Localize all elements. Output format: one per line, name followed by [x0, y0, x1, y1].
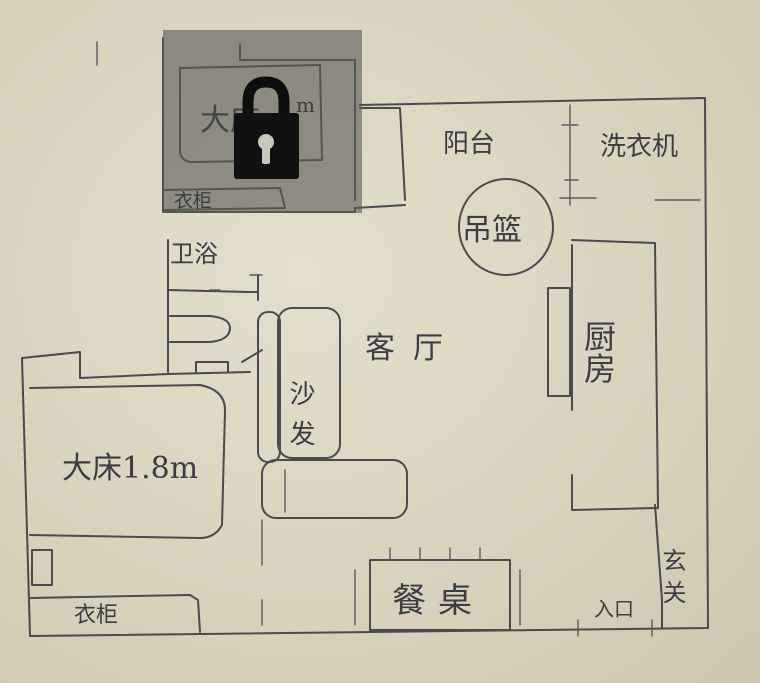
kitchen-area [547, 239, 663, 629]
master-bedroom [29, 371, 251, 633]
top-bed-unit-label: m [296, 93, 315, 117]
sofa-back [257, 311, 281, 463]
lock-icon[interactable] [234, 76, 299, 179]
washer-label: 洗衣机 [600, 132, 678, 162]
entrance-marks [577, 619, 653, 637]
kitchen-counter [547, 287, 571, 397]
dining-table-shape [354, 547, 521, 631]
balcony-label: 阳台 [443, 129, 495, 159]
master-bed-label: 大床1.8m [62, 451, 198, 486]
hanging-basket-label: 吊篮 [462, 213, 522, 248]
balcony-area [359, 104, 701, 206]
dining-table [369, 559, 511, 631]
top-wardrobe-label: 衣柜 [174, 190, 212, 212]
bathroom-area [167, 274, 263, 373]
hanging-basket-circle [458, 178, 554, 276]
nightstand [31, 549, 53, 586]
bottom-wardrobe-label: 衣柜 [74, 603, 118, 628]
sofa-seat [277, 307, 341, 459]
sofa-chaise [261, 459, 408, 519]
dining-table-label: 餐桌 [392, 581, 484, 621]
living-room-label: 客厅 [365, 331, 461, 366]
sofa-shape [257, 307, 408, 519]
bathroom-label: 卫浴 [170, 240, 218, 268]
sofa-label: 沙发 [285, 380, 315, 460]
foyer-label: 玄关 [658, 548, 686, 612]
entrance-label: 入口 [594, 597, 634, 621]
kitchen-label: 厨房 [579, 320, 617, 384]
